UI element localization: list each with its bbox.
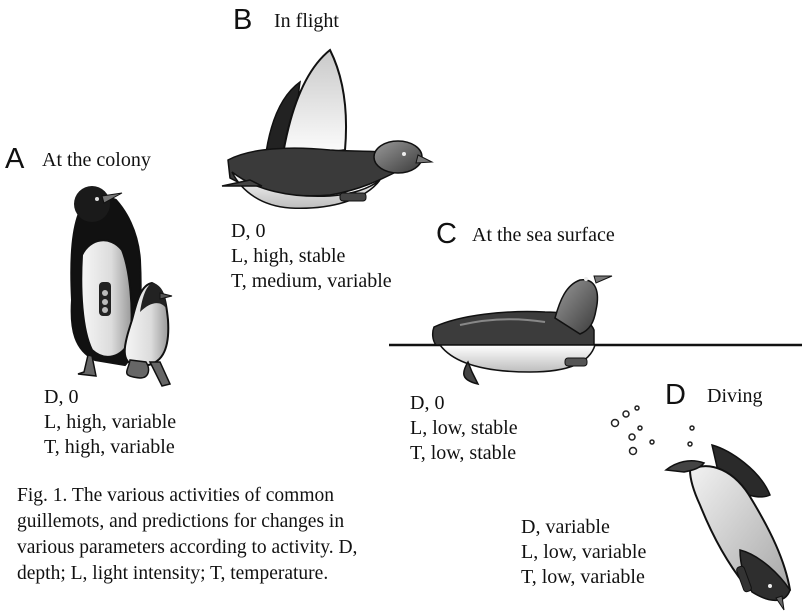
caption-line: guillemots, and predictions for changes … bbox=[17, 509, 362, 535]
panel-c-letter: C bbox=[436, 220, 457, 249]
panel-a-letter: A bbox=[5, 145, 24, 174]
panel-d-temperature: T, low, variable bbox=[521, 565, 646, 590]
panel-d-depth: D, variable bbox=[521, 515, 646, 540]
panel-b-letter: B bbox=[233, 6, 252, 35]
panel-d-title: Diving bbox=[707, 386, 763, 406]
caption-line: various parameters according to activity… bbox=[17, 535, 362, 561]
caption-line: Fig. 1. The various activities of common bbox=[17, 483, 362, 509]
panel-a-light: L, high, variable bbox=[44, 410, 176, 435]
caption-line: depth; L, light intensity; T, temperatur… bbox=[17, 561, 362, 587]
panel-c-title: At the sea surface bbox=[472, 225, 615, 245]
panel-d-light: L, low, variable bbox=[521, 540, 646, 565]
panel-a-temperature: T, high, variable bbox=[44, 435, 176, 460]
panel-d-letter: D bbox=[665, 381, 686, 410]
panel-c-light: L, low, stable bbox=[410, 416, 518, 441]
panel-a-predictions: D, 0 L, high, variable T, high, variable bbox=[44, 385, 176, 460]
panel-a-depth: D, 0 bbox=[44, 385, 176, 410]
bubbles-icon bbox=[612, 406, 695, 455]
panel-c-depth: D, 0 bbox=[410, 391, 518, 416]
panel-b-depth: D, 0 bbox=[231, 219, 392, 244]
guillemot-sea-surface-icon bbox=[433, 276, 612, 384]
figure-caption: Fig. 1. The various activities of common… bbox=[17, 483, 362, 587]
guillemot-colony-icon bbox=[71, 186, 172, 386]
panel-d-predictions: D, variable L, low, variable T, low, var… bbox=[521, 515, 646, 590]
panel-a-title: At the colony bbox=[42, 150, 151, 170]
panel-c-predictions: D, 0 L, low, stable T, low, stable bbox=[410, 391, 518, 466]
panel-c-temperature: T, low, stable bbox=[410, 441, 518, 466]
panel-b-light: L, high, stable bbox=[231, 244, 392, 269]
panel-b-temperature: T, medium, variable bbox=[231, 269, 392, 294]
panel-b-title: In flight bbox=[274, 11, 339, 31]
guillemot-diving-icon bbox=[666, 445, 790, 610]
guillemot-flight-icon bbox=[222, 50, 432, 208]
panel-b-predictions: D, 0 L, high, stable T, medium, variable bbox=[231, 219, 392, 294]
